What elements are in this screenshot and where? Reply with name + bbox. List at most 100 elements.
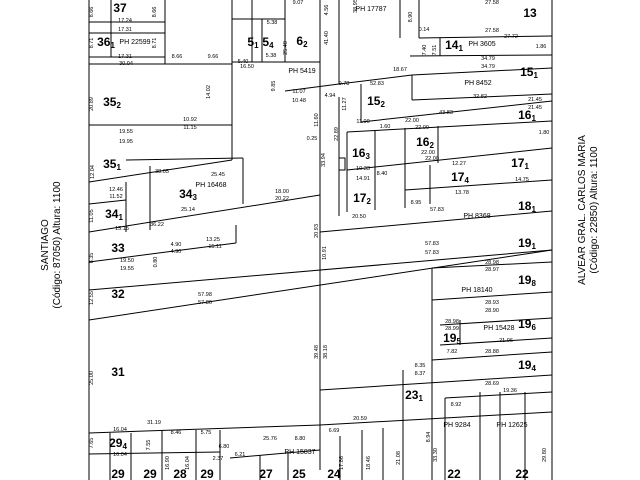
measurement-label: 14.02	[206, 85, 212, 99]
measurement-label: 27.72	[504, 34, 518, 40]
measurement-label: 9.66	[208, 54, 219, 60]
measurement-label: 4.90	[171, 242, 182, 248]
parcel-number-13: 13	[523, 6, 537, 20]
parcel-subnumber: 2	[303, 40, 308, 49]
parcel-number-29c: 29	[200, 467, 214, 480]
measurement-label: 28.93	[485, 300, 499, 306]
measurement-label: 28.90	[485, 308, 499, 314]
measurement-label: 6.69	[329, 428, 340, 434]
street-name: ALVEAR GRAL. CARLOS MARIA	[577, 135, 588, 285]
measurement-label: 10.91	[322, 246, 328, 260]
measurement-label: 9.07	[293, 0, 304, 6]
measurement-label: 7.55	[146, 440, 152, 451]
measurement-label: 20.59	[353, 416, 367, 422]
ph-label-ph-12625: PH 12625	[496, 422, 527, 429]
measurement-label: 21.45	[528, 97, 542, 103]
parcel-number-37: 37	[113, 1, 127, 15]
measurement-label: 13.25	[206, 237, 220, 243]
measurement-label: 17.24	[118, 18, 132, 24]
measurement-label: 36.22	[150, 222, 164, 228]
parcel-subnumber: 4	[122, 442, 127, 451]
measurement-label: 28.69	[485, 381, 499, 387]
measurement-label: 8.94	[426, 432, 432, 443]
parcel-subnumber: 1	[116, 163, 121, 172]
parcel-number-24: 24	[327, 467, 341, 480]
measurement-label: 11.07	[292, 89, 305, 95]
measurement-label: 16.04	[113, 427, 127, 433]
parcel-subnumber: 1	[118, 213, 123, 222]
ph-label-ph-17787: PH 17787	[355, 6, 386, 13]
measurement-label: 6.21	[235, 452, 246, 458]
measurement-label: 16.90	[165, 456, 171, 470]
measurement-label: 5.38	[267, 20, 278, 26]
measurement-label: 22.00	[421, 150, 435, 156]
parcel-subnumber: 1	[531, 114, 536, 123]
measurement-label: 16.50	[240, 64, 254, 70]
measurement-label: 17.31	[118, 54, 132, 60]
ph-label-ph-8452: PH 8452	[464, 80, 491, 87]
ph-label-ph-22599: PH 22599	[119, 39, 150, 46]
measurement-label: 9.85	[271, 81, 277, 92]
parcel-boundaries	[88, 0, 553, 480]
measurement-label: 21.08	[396, 451, 402, 465]
parcel-subnumber: 3	[365, 152, 370, 161]
measurement-label: 8.35	[89, 253, 95, 264]
parcel-subnumber: 1	[531, 205, 536, 214]
measurement-label: 7.51	[432, 45, 438, 56]
measurement-label: 21.45	[528, 105, 542, 111]
measurement-label: 57.86	[198, 300, 212, 306]
measurement-label: 19.55	[120, 266, 134, 272]
ph-label-ph-3605: PH 3605	[468, 41, 495, 48]
measurement-label: 8.95	[411, 200, 422, 206]
measurement-label: 22.00	[415, 125, 429, 131]
measurement-label: 18.00	[275, 189, 289, 195]
street-name: SANTIAGO	[40, 219, 51, 271]
measurement-label: 8.90	[408, 12, 414, 23]
measurement-label: 5.75	[201, 430, 212, 436]
parcel-subnumber: 3	[192, 193, 197, 202]
measurement-label: 28.99	[445, 326, 459, 332]
measurement-label: 8.35	[415, 363, 426, 369]
ph-label-ph-15837: PH 15837	[284, 449, 315, 456]
measurement-label: 8.40	[377, 171, 388, 177]
measurement-label: 2.37	[213, 456, 224, 462]
parcel-subnumber: 2	[116, 101, 121, 110]
parcel-number-5-4: 54	[262, 35, 274, 50]
measurement-label: 28.98	[485, 260, 499, 266]
measurement-label: 13.78	[455, 190, 469, 196]
measurement-label: 11.05	[89, 209, 95, 222]
measurement-label: 11.52	[109, 194, 122, 200]
measurement-label: 4.90	[171, 249, 182, 255]
parcel-number-22: 22	[447, 467, 461, 480]
measurement-label: 33.30	[433, 448, 439, 462]
measurement-label: 8.80	[295, 436, 306, 442]
measurement-label: 22.89	[334, 127, 340, 141]
ph-label-ph-16468: PH 16468	[195, 182, 226, 189]
parcel-subnumber: 2	[429, 141, 434, 150]
parcel-number-29b: 29	[143, 467, 157, 480]
measurement-label: 0.25	[307, 136, 318, 142]
parcel-subnumber: 1	[254, 41, 259, 50]
measurement-label: 7.65	[89, 438, 95, 449]
parcel-subnumber: 6	[531, 323, 536, 332]
measurement-label: 8.46	[171, 430, 182, 436]
measurement-label: 38.05	[155, 169, 169, 175]
measurement-label: 22.00	[425, 156, 439, 162]
measurement-label: 4.94	[325, 93, 336, 99]
street-label-santiago: SANTIAGO (Código: 87050) Altura: 1100	[40, 181, 64, 308]
measurement-label: 57.98	[198, 292, 212, 298]
measurement-label: 25.45	[211, 172, 225, 178]
measurement-label: 6.80	[219, 444, 230, 450]
measurement-label: 38.95	[353, 0, 359, 13]
measurement-label: 25.76	[263, 436, 277, 442]
street-label-alvear: ALVEAR GRAL. CARLOS MARIA (Código: 22850…	[577, 135, 601, 285]
measurement-label: 14.91	[356, 176, 370, 182]
measurement-label: 1.86	[536, 44, 547, 50]
measurement-label: 19.55	[119, 129, 133, 135]
measurement-label: 5.38	[266, 53, 277, 59]
measurement-label: 30.04	[119, 61, 133, 67]
measurement-label: 57.83	[430, 207, 444, 213]
parcel-subnumber: 8	[531, 279, 536, 288]
measurement-label: 8.66	[152, 7, 158, 18]
